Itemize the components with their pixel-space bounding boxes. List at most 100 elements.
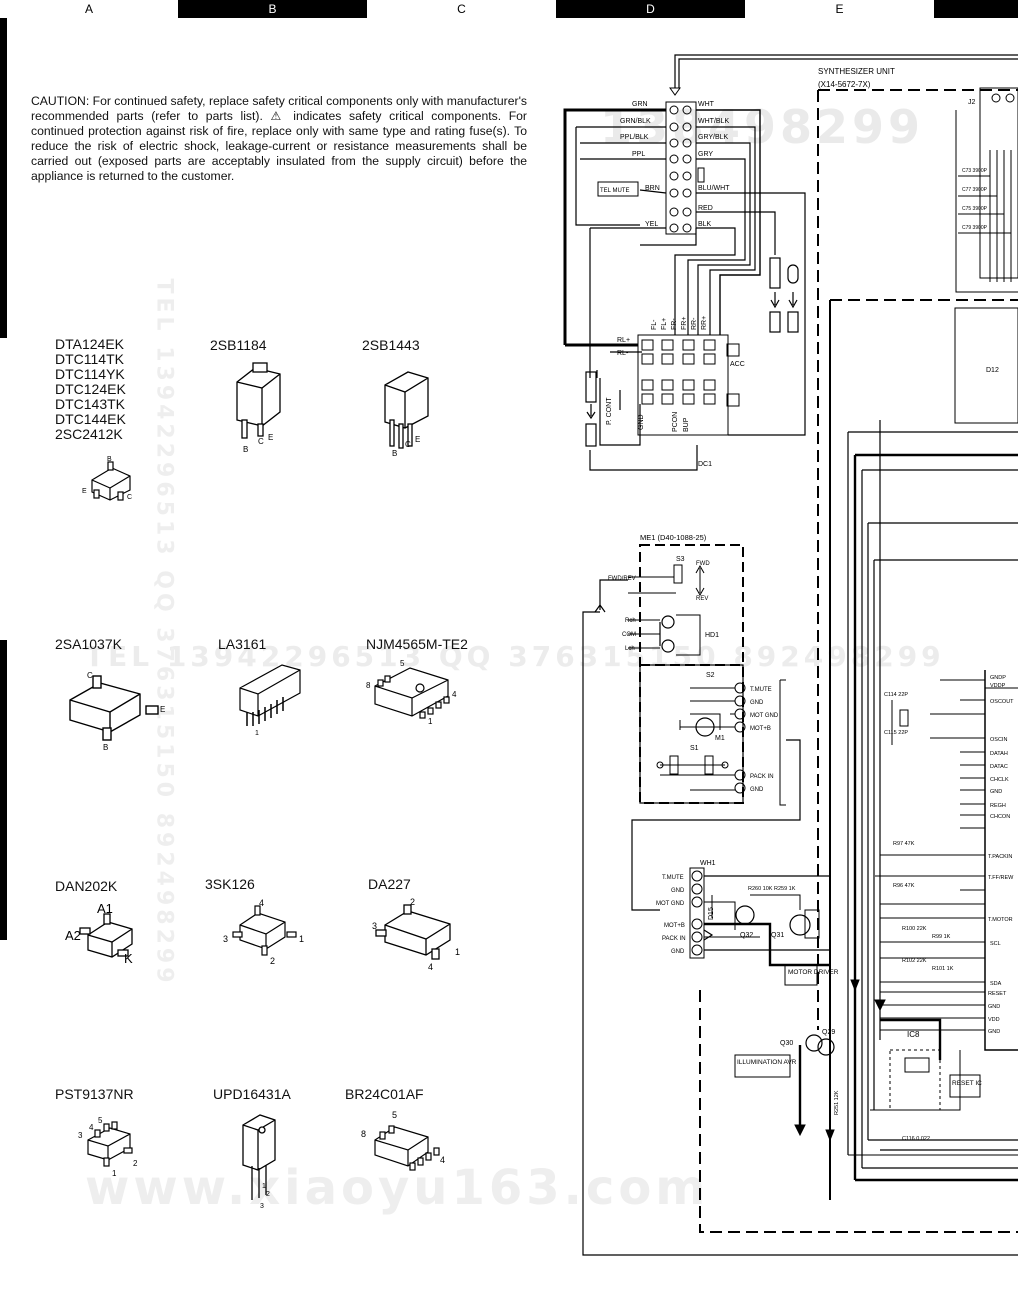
j2-text: J2 [968,99,976,106]
svg-text:2: 2 [266,1191,270,1198]
part-njm4565-label: NJM4565M-TE2 [366,636,468,652]
package-sot23-drawing: B E C [82,456,132,501]
svg-text:B: B [107,456,112,463]
r102-text: R102 22K [902,958,927,964]
package-2sb1443-drawing: B C E [384,371,429,458]
watermark-bottom: www.xiaoyu163.com [85,1160,710,1216]
wire-gry-blk: GRY/BLK [698,134,729,141]
ic-pin-18: GND [988,1029,1000,1035]
d12-text: D12 [986,367,999,374]
me1-pin-4: PACK IN [750,774,774,780]
wire-ppl: PPL [632,151,645,158]
ic-pin-15: RESET [988,991,1007,997]
svg-text:4: 4 [428,962,433,972]
me1-text: ME1 (D40-1088-25) [640,533,707,542]
r99-text: R99 1K [932,934,951,940]
r97-text: R97 47K [893,841,915,847]
hd1-text: HD1 [705,632,719,639]
ic-pin-13: SCL [990,941,1001,947]
me1-pin-1: GND [750,700,764,706]
svg-text:1: 1 [455,947,460,957]
ic-pin-7: GND [990,789,1002,795]
row-marker-1 [0,18,7,338]
svg-text:E: E [82,488,87,495]
part-list-group1: DTA124EK DTC114TK DTC114YK DTC124EK DTC1… [55,337,126,442]
svg-text:2: 2 [410,897,415,907]
package-dan202k-drawing: A1 A2 K [65,901,133,966]
package-upd16431-drawing: 1 2 3 [242,1114,276,1210]
wire-gry: GRY [698,151,713,158]
cap-c75: C75 3900P [962,206,988,212]
ic-pin-11: T.FF/REW [988,875,1014,881]
package-2sa1037k-drawing: C B E [69,671,165,752]
svg-text:C: C [87,671,93,680]
wire-grn: GRN [632,101,648,108]
r100-text: R100 22K [902,926,927,932]
rev-text: REV [696,596,708,602]
me1-pin-2: MOT GND [750,713,779,719]
c115-text: C115 22P [884,730,908,736]
ic-pin-1: VDDP [990,683,1006,689]
svg-text:C: C [127,494,132,501]
svg-text:3: 3 [260,1203,264,1210]
part-name: DTC114YK [55,366,125,382]
r260-text: R260 10K [748,886,773,892]
gnd-text: GND [638,414,645,430]
q30-text: Q30 [780,1040,793,1047]
svg-text:1: 1 [299,934,304,944]
ic-pin-4: DATAH [990,751,1008,757]
package-3sk126-drawing: 4 3 2 1 [223,898,304,966]
wire-wht: WHT [698,101,715,108]
svg-text:B: B [103,743,108,752]
package-pst9137-drawing: 3 4 5 1 2 [78,1116,138,1178]
wh1-text: WH1 [700,860,716,867]
fl-plus-text: FL+ [661,318,668,330]
svg-text:4: 4 [89,1123,94,1132]
motor-driver-text: MOTOR DRIVER [788,969,839,976]
r251-text: R251 12K [834,1090,840,1115]
d15-text: D15 [708,907,715,920]
cap-c73: C73 3900P [962,168,988,174]
part-name: DTC144EK [55,411,126,427]
bup-text: BUP [683,417,690,432]
wire-red: RED [698,205,713,212]
ic-pin-6: CHCLK [990,777,1009,783]
svg-text:3: 3 [78,1131,83,1140]
wh1-pin-4: PACK IN [662,936,686,942]
reset-ic-text: RESET IC [952,1080,982,1087]
p-cont-text: P. CONT [606,397,613,425]
acc-text: ACC [730,361,745,368]
svg-text:4: 4 [440,1155,445,1165]
r259-text: R259 1K [774,886,796,892]
ic-pin-0: GNDP [990,675,1006,681]
part-pst9137-label: PST9137NR [55,1086,134,1102]
svg-text:B: B [392,449,397,458]
part-da227-label: DA227 [368,876,411,892]
watermark-mid: TEL 13942296513 QQ 376315150 892498299 [85,640,945,673]
wh1-pin-5: GND [671,949,685,955]
wh1-pin-2: MOT GND [656,901,685,907]
illumination-text: ILLUMINATION AVR [737,1059,797,1066]
svg-text:B: B [243,445,248,454]
part-2sb1184-label: 2SB1184 [210,337,267,353]
part-la3161-label: LA3161 [218,636,267,652]
svg-text:1: 1 [112,1169,117,1178]
s2-text: S2 [706,672,715,679]
ic-pin-3: OSCIN [990,737,1007,743]
r96-text: R96 47K [893,883,915,889]
rl-plus-text: RL+ [617,337,630,344]
r101-text: R101 1K [932,966,954,972]
svg-text:A1: A1 [97,901,113,916]
fwdrev-text: FWD/REV [608,576,636,582]
grid-col-c: C [367,0,556,18]
grid-col-e: E [745,0,934,18]
fr-plus-text: FR+ [681,317,688,330]
wire-blu-wht: BLU/WHT [698,185,730,192]
grid-col-d: D [556,0,745,18]
wire-yel: YEL [645,221,658,228]
svg-text:8: 8 [366,681,371,690]
c116-text: C116 0.022 [902,1136,930,1142]
part-2sa1037k-label: 2SA1037K [55,636,122,652]
me1-pin-3: MOT+B [750,726,771,732]
grid-col-b: B [178,0,367,18]
